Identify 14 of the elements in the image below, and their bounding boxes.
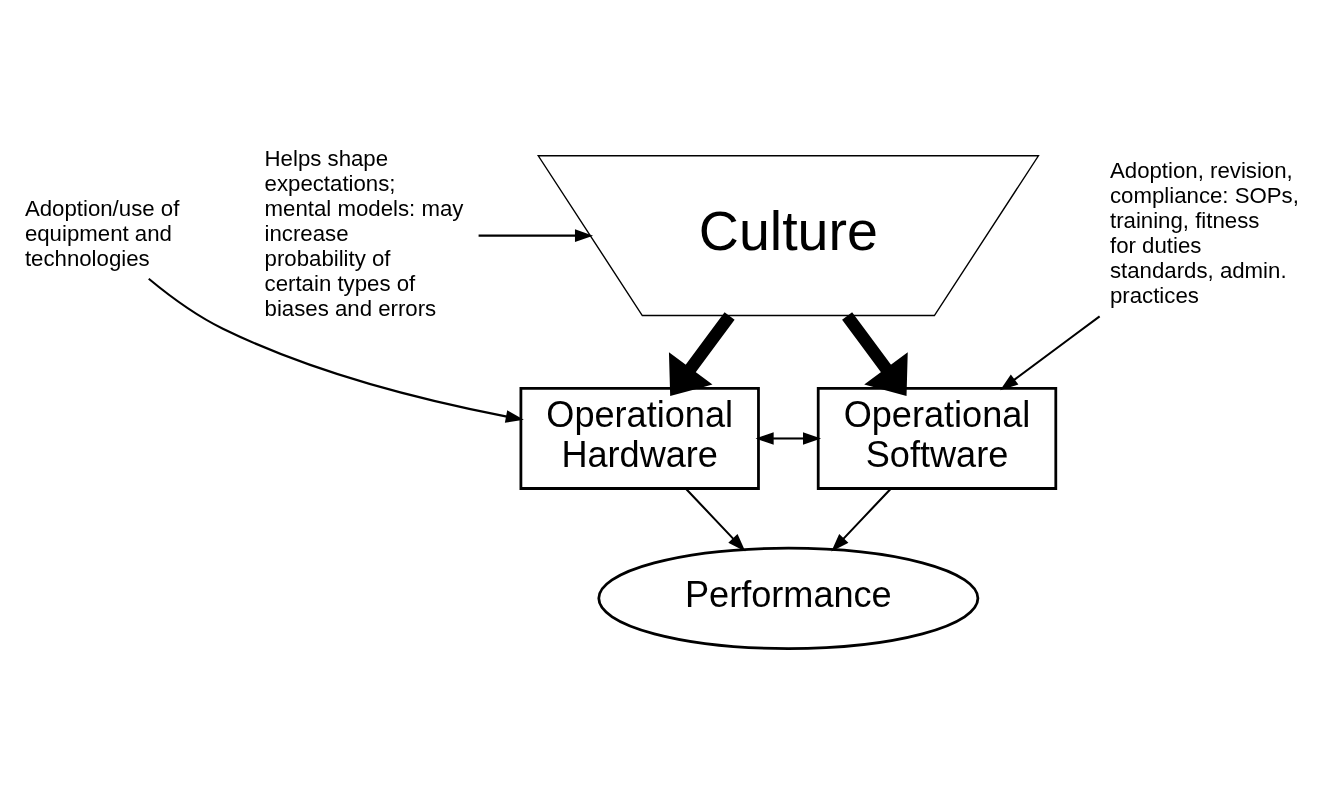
arrow [148, 277, 524, 423]
arrow [668, 312, 735, 397]
arrow [755, 432, 822, 445]
node-box: Operational Software [816, 387, 1058, 490]
node-text: Adoption/use of equipment and technologies [24, 195, 180, 271]
arrow [478, 229, 594, 242]
arrow [1000, 315, 1101, 391]
arrow [842, 312, 908, 397]
node-box: Operational Hardware [519, 387, 760, 490]
node-ellipse: Performance [597, 546, 980, 650]
node-text: Helps shape expectations; mental models: may increase probability of certain types of biases and errors [264, 145, 464, 321]
arrow [831, 488, 892, 552]
arrow [685, 488, 746, 552]
node-text: Adoption, revision, compliance: SOPs, training, fitness for duties standards, admin. practices [1109, 158, 1299, 309]
